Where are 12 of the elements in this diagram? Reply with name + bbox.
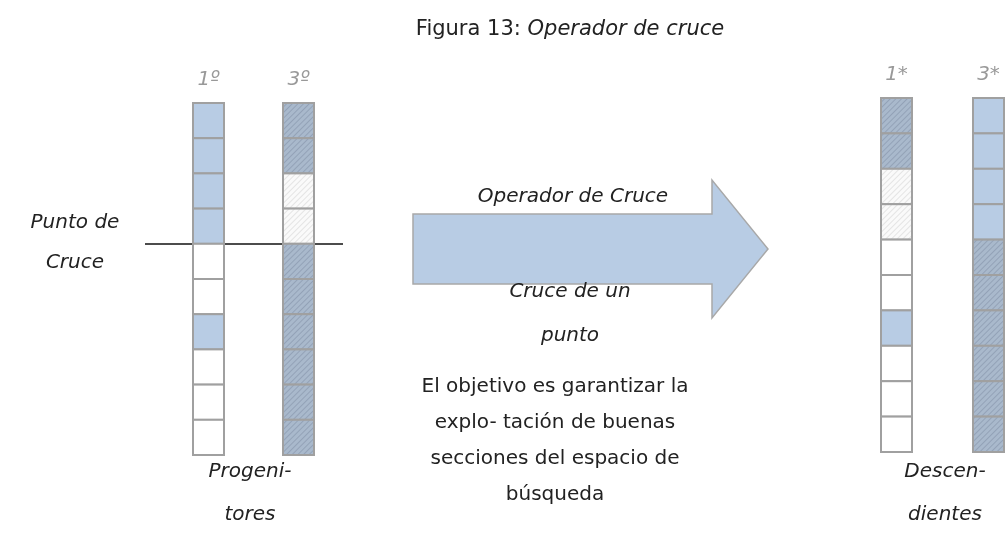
edge-label: Operador de Cruce [476,183,670,207]
group-caption: Descen- dientes [903,457,987,527]
chromosome-label: 1º [196,66,221,90]
figure-title: Figura 13: Operador de cruce [414,16,726,40]
chromosome-label: 1* [884,61,909,85]
chromosome-label: 3º [286,66,311,90]
chromosome-label: 3* [976,61,1001,85]
operator-type-label: Cruce de un punto [508,277,632,348]
objective-note: El objetivo es garantizar la explo- tación de buenas secciones del espacio de búsqueda [420,372,690,507]
crossover-point-label: Punto de Cruce [29,208,121,275]
group-caption: Progeni- tores [207,457,293,527]
block-arrow [412,177,769,321]
